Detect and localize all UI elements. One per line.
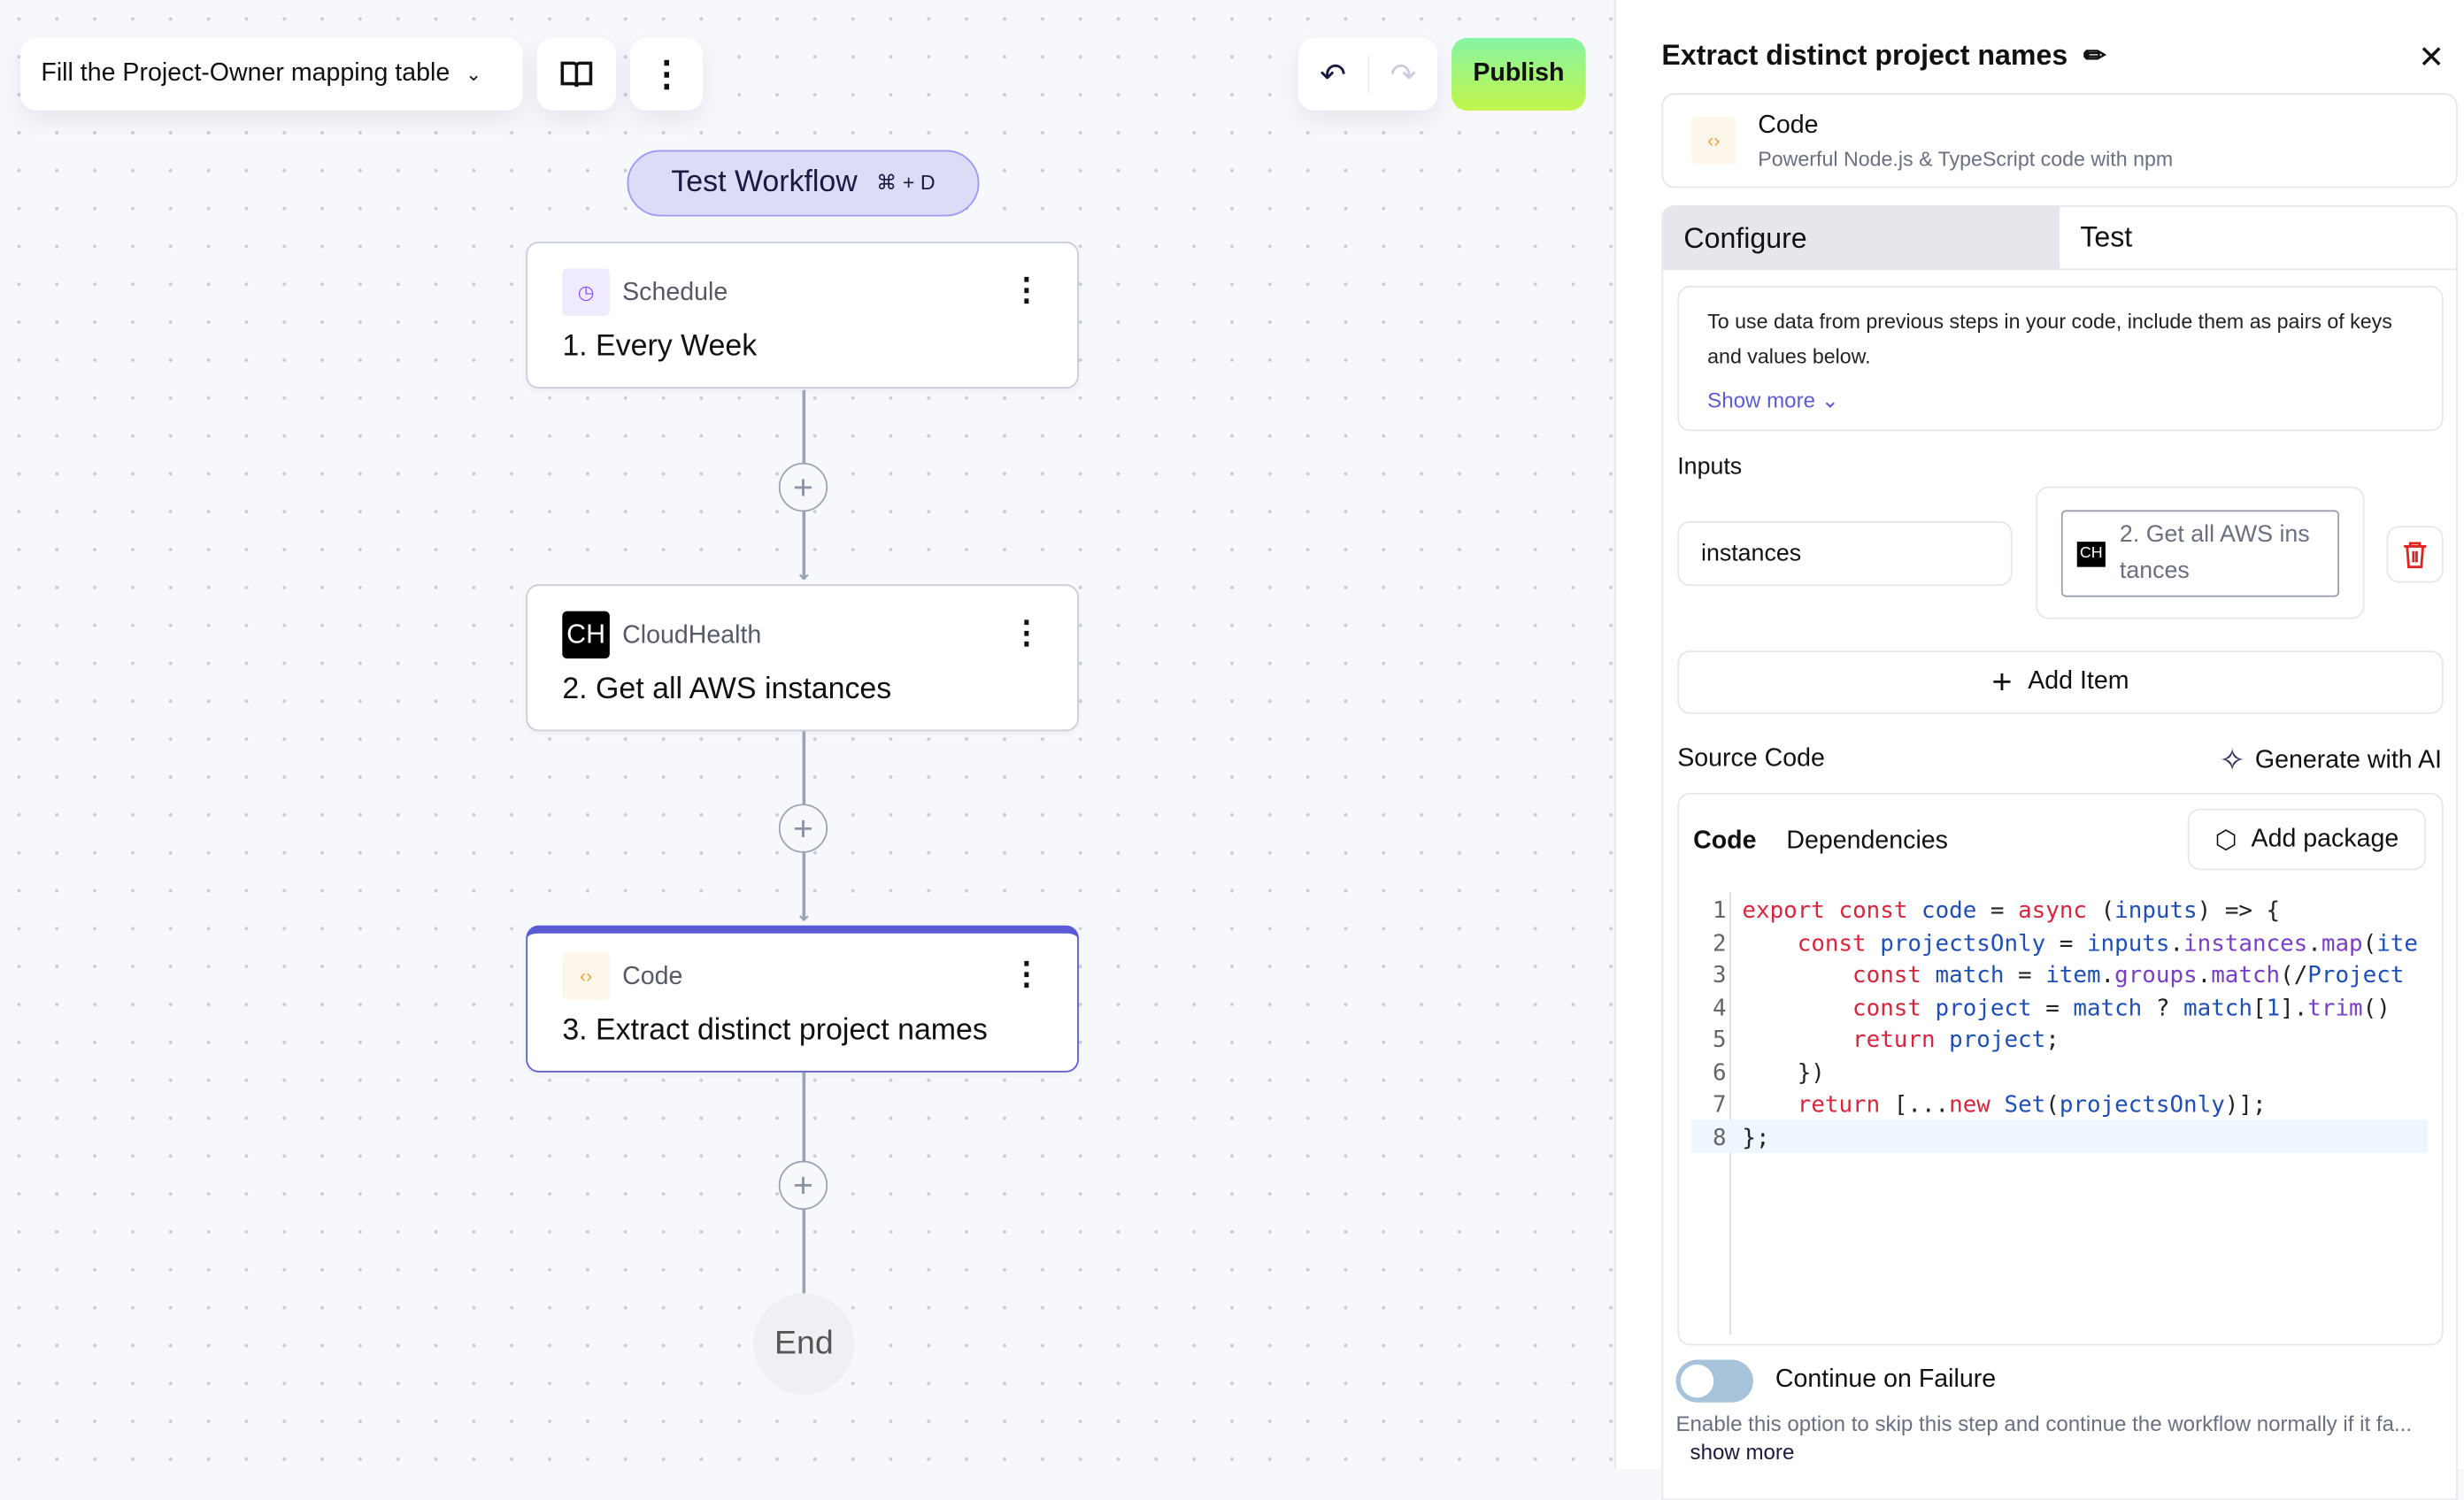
line-number: 5 [1712, 1027, 1727, 1054]
input-value-field[interactable]: CH 2. Get all AWS ins tances [2060, 510, 2339, 597]
cloudhealth-logo-icon: CH [2076, 542, 2106, 567]
tab-test[interactable]: Test [2060, 207, 2457, 271]
line-number: 2 [1712, 931, 1727, 957]
undo-icon[interactable]: ↶ [1320, 58, 1347, 93]
arrow-down-icon: ⌄ [794, 900, 813, 926]
tab-dependencies[interactable]: Dependencies [1786, 827, 1948, 855]
delete-input-button[interactable] [2386, 526, 2444, 583]
code-line: const project = match ? match[1].trim() [1852, 996, 2391, 1021]
code-icon: ‹› [562, 952, 610, 1000]
workflow-canvas[interactable]: Fill the Project-Owner mapping table ⌄ ⋮… [0, 0, 1614, 1469]
tab-configure[interactable]: Configure [1663, 206, 2060, 271]
input-value-text: 2. Get all AWS ins [2119, 520, 2310, 549]
line-number: 1 [1712, 898, 1727, 924]
pencil-icon[interactable]: ✏ [2083, 40, 2106, 71]
test-workflow-button[interactable]: Test Workflow ⌘ + D [627, 150, 980, 217]
code-line: export const code = async (inputs) => { [1742, 898, 2281, 924]
failure-show-more-link[interactable]: show more [1690, 1440, 1795, 1465]
more-options-button[interactable]: ⋮ [630, 37, 704, 111]
node-app-name: Code [622, 963, 683, 990]
input-value-text: tances [2119, 557, 2190, 585]
add-step-button[interactable]: + [778, 1160, 828, 1211]
configure-container: Configure Test To use data from previous… [1661, 204, 2458, 1500]
undo-redo-group: ↶ ↷ [1297, 37, 1437, 111]
workflow-node-code[interactable]: ‹› Code 3. Extract distinct project name… [526, 925, 1079, 1073]
app-info-card: ‹› Code Powerful Node.js & TypeScript co… [1661, 93, 2458, 188]
node-step-title: 3. Extract distinct project names [562, 1013, 988, 1048]
failure-description: Enable this option to skip this step and… [1675, 1412, 2413, 1436]
end-node: End [753, 1293, 855, 1395]
add-package-button[interactable]: ⬡ Add package [2187, 808, 2427, 871]
line-number: 3 [1712, 963, 1727, 989]
workflow-node-cloudhealth[interactable]: CH CloudHealth 2. Get all AWS instances … [526, 584, 1079, 732]
publish-button[interactable]: Publish [1451, 37, 1586, 111]
clock-icon: ◷ [562, 268, 610, 316]
arrow-down-icon: ⌄ [794, 558, 813, 585]
inputs-label: Inputs [1677, 453, 1743, 481]
line-number: 6 [1712, 1060, 1727, 1086]
code-area[interactable]: 1 export const code = async (inputs) => {… [1679, 892, 2444, 1335]
workflow-node-schedule[interactable]: ◷ Schedule 1. Every Week ⋮ [526, 242, 1079, 389]
line-number: 7 [1712, 1092, 1727, 1119]
info-box: To use data from previous steps in your … [1677, 286, 2444, 432]
code-line: }) [1742, 1060, 1825, 1086]
node-menu-icon[interactable]: ⋮ [1011, 957, 1043, 992]
book-icon [560, 61, 593, 88]
generate-ai-label: Generate with AI [2254, 746, 2442, 773]
generate-with-ai-button[interactable]: ✧ Generate with AI [2219, 741, 2442, 781]
add-package-label: Add package [2251, 825, 2399, 852]
source-code-label: Source Code [1677, 745, 1825, 773]
add-item-button[interactable]: + Add Item [1677, 650, 2444, 714]
step-title[interactable]: Extract distinct project names [1661, 39, 2068, 72]
tab-code[interactable]: Code [1693, 827, 1757, 855]
code-line: const match = item.groups.match(/Project [1852, 963, 2405, 989]
info-text: To use data from previous steps in your … [1707, 309, 2392, 368]
kebab-icon: ⋮ [649, 53, 684, 94]
code-line: }; [1742, 1125, 1770, 1151]
code-icon: ‹› [1691, 117, 1736, 165]
add-step-button[interactable]: + [778, 462, 828, 512]
line-number: 8 [1712, 1125, 1727, 1151]
redo-icon[interactable]: ↷ [1390, 58, 1417, 93]
cloudhealth-logo-icon: CH [562, 611, 610, 659]
sparkle-icon: ✧ [2219, 743, 2246, 779]
step-settings-panel: Extract distinct project names ✏ ✕ ‹› Co… [1613, 0, 2464, 1500]
input-key-field[interactable]: instances [1677, 520, 2013, 587]
book-button[interactable] [536, 37, 616, 111]
trash-icon [2404, 542, 2427, 569]
node-step-title: 2. Get all AWS instances [562, 673, 892, 706]
input-value-container: CH 2. Get all AWS ins tances [2036, 486, 2365, 619]
app-name: Code [1758, 112, 1819, 140]
test-workflow-label: Test Workflow [671, 165, 858, 199]
continue-on-failure-toggle[interactable] [1675, 1359, 1753, 1403]
add-step-button[interactable]: + [778, 804, 828, 853]
code-editor: Code Dependencies ⬡ Add package 1 export c… [1677, 792, 2444, 1346]
chevron-down-icon: ⌄ [466, 63, 482, 86]
app-description: Powerful Node.js & TypeScript code with … [1758, 146, 2174, 171]
line-number: 4 [1712, 996, 1727, 1021]
node-menu-icon[interactable]: ⋮ [1011, 615, 1043, 651]
add-item-label: Add Item [2028, 667, 2129, 696]
node-app-name: CloudHealth [622, 622, 762, 650]
node-step-title: 1. Every Week [562, 329, 758, 364]
code-line: const projectsOnly = inputs.instances.ma… [1797, 931, 2418, 957]
continue-on-failure-label: Continue on Failure [1775, 1365, 1997, 1394]
package-icon: ⬡ [2214, 827, 2237, 854]
code-line: return project; [1852, 1027, 2060, 1054]
shortcut-hint: ⌘ + D [876, 170, 936, 195]
node-app-name: Schedule [622, 279, 728, 307]
workflow-title: Fill the Project-Owner mapping table [41, 59, 450, 88]
plus-icon: + [1991, 661, 2013, 702]
workflow-title-dropdown[interactable]: Fill the Project-Owner mapping table ⌄ [20, 37, 523, 111]
close-icon[interactable]: ✕ [2418, 41, 2445, 76]
code-line: return [...new Set(projectsOnly)]; [1797, 1092, 2267, 1119]
node-menu-icon[interactable]: ⋮ [1011, 273, 1043, 308]
show-more-link[interactable]: Show more ⌄ [1707, 388, 1839, 412]
